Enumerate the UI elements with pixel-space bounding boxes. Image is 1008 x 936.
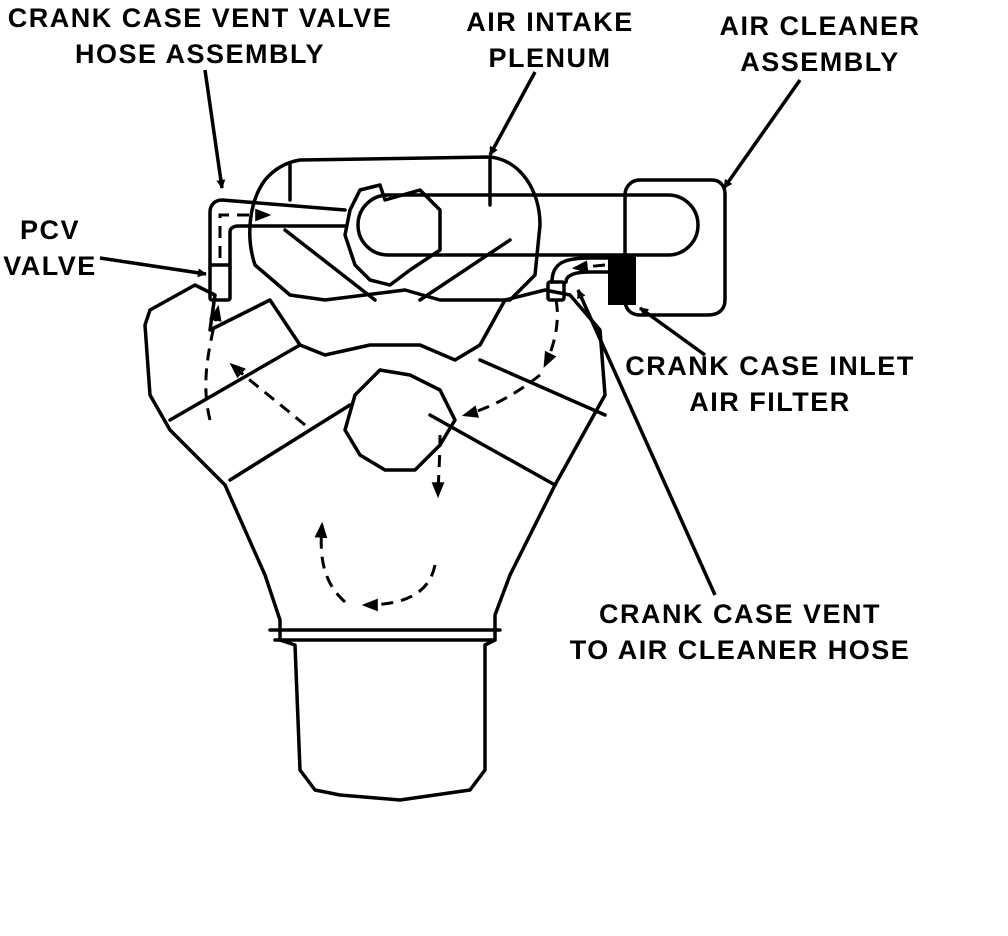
label-line: AIR FILTER <box>689 387 851 417</box>
label-crank-case-vent-valve-hose-assembly: CRANK CASE VENT VALVE HOSE ASSEMBLY <box>0 0 400 72</box>
label-line: PLENUM <box>488 43 612 73</box>
crank-case-inlet-air-filter <box>608 255 636 305</box>
flow-cleaner-to-vent <box>571 260 606 274</box>
label-line: PCV <box>19 215 81 245</box>
right-head-band-top <box>478 358 607 417</box>
flow-left-diag <box>229 362 306 427</box>
label-line: CRANK CASE VENT <box>598 599 882 629</box>
engine-block-outline <box>143 283 607 802</box>
vent-valve-hose-outer <box>208 198 347 270</box>
pcv-valve-body <box>208 263 232 302</box>
oil-pan-rim <box>268 628 502 642</box>
leader-crank-case-vent-hose <box>576 289 717 596</box>
throttle-body <box>343 183 442 287</box>
leader-air-intake-plenum <box>488 71 537 156</box>
vent-to-air-cleaner-hose-inner <box>564 270 627 284</box>
label-pcv-valve: PCV VALVE <box>0 212 100 284</box>
label-line: CRANK CASE INLET <box>625 351 915 381</box>
label-air-intake-plenum: AIR INTAKE PLENUM <box>460 4 640 76</box>
flow-center-right <box>431 434 445 499</box>
label-line: TO AIR CLEANER HOSE <box>569 635 911 665</box>
flow-left-up <box>204 304 222 421</box>
plenum-divider-left <box>283 228 377 302</box>
label-crank-case-inlet-air-filter: CRANK CASE INLET AIR FILTER <box>620 348 920 420</box>
air-intake-plenum-body <box>248 155 542 302</box>
flow-center-left <box>314 521 346 604</box>
label-line: AIR INTAKE <box>466 7 634 37</box>
left-head-band-top <box>168 343 302 422</box>
label-air-cleaner-assembly: AIR CLEANER ASSEMBLY <box>715 8 925 80</box>
leader-air-cleaner-assembly <box>722 78 802 190</box>
vent-valve-hose-inner <box>228 224 347 270</box>
label-line: AIR CLEANER <box>719 11 921 41</box>
right-head-band-bottom <box>428 413 557 487</box>
left-head-band-bottom <box>228 403 352 482</box>
label-line: HOSE ASSEMBLY <box>74 39 326 69</box>
leader-crank-case-inlet-air-filter <box>638 306 707 357</box>
label-line: VALVE <box>3 251 97 281</box>
plenum-divider-right <box>418 238 512 302</box>
label-line: ASSEMBLY <box>740 47 900 77</box>
flow-hose-to-plenum <box>218 208 272 258</box>
flow-right-from-nipple <box>543 299 559 368</box>
leader-crank-case-vent-valve-hose <box>203 69 226 189</box>
air-cleaner-assembly-box <box>623 178 727 317</box>
air-cleaner-hose-tube <box>356 193 700 257</box>
flow-bottom <box>361 564 437 612</box>
vent-to-air-cleaner-hose-outer <box>550 256 627 284</box>
label-line: CRANK CASE VENT VALVE <box>7 3 393 33</box>
label-crank-case-vent-to-air-cleaner-hose: CRANK CASE VENT TO AIR CLEANER HOSE <box>555 596 925 668</box>
leader-pcv-valve <box>99 256 207 278</box>
flow-right-diag <box>461 373 541 418</box>
